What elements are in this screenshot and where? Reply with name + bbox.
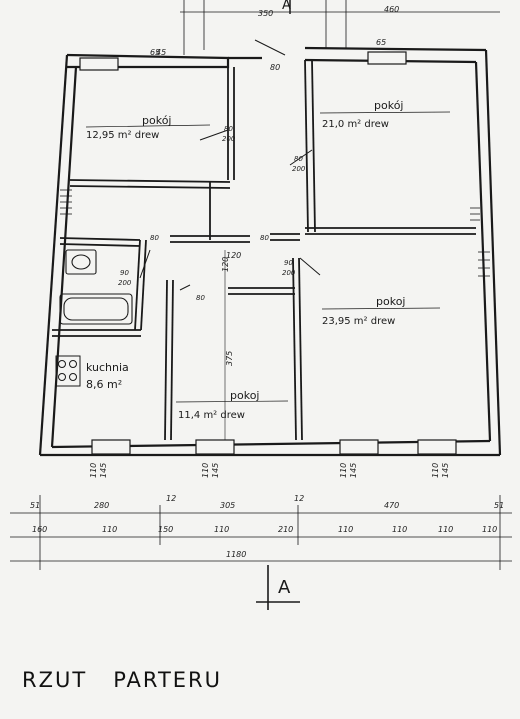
top-dim: 45 [156, 48, 166, 57]
dim-value: 110 [102, 525, 117, 534]
window-dim: 110 [431, 463, 440, 478]
door-width: 90 [284, 259, 293, 267]
room-name: pokoj [376, 295, 405, 308]
dim-value: 51 [30, 501, 40, 510]
dim-value: 110 [482, 525, 497, 534]
top-dim: 65 [150, 48, 160, 57]
window-dim: 145 [349, 463, 358, 478]
dim-value: 280 [94, 501, 109, 510]
room-name: pokój [142, 114, 171, 127]
door-width: 80 [260, 234, 269, 242]
door-height: 200 [292, 165, 306, 173]
room-area: 8,6 m² [86, 378, 122, 391]
door-width: 90 [120, 269, 129, 277]
window-dim: 145 [211, 463, 220, 478]
door-height: 200 [282, 269, 296, 277]
window-dim: 110 [89, 463, 98, 478]
top-dimensions: 350 460 65 65 45 80 120 A [150, 0, 500, 260]
dim-row-2: 160 110 150 110 210 110 110 110 110 [32, 525, 497, 534]
top-dim: 65 [376, 38, 386, 47]
section-marker-bottom: A [256, 565, 300, 610]
kitchen-stove [55, 355, 81, 387]
door-width: 80 [150, 234, 159, 242]
interior-dim: 120 [221, 257, 230, 272]
interior-walls [52, 59, 476, 441]
window-dim: 145 [99, 463, 108, 478]
room-name: kuchnia [86, 361, 129, 374]
bathroom-fixtures [59, 249, 133, 325]
room-name: pokoj [230, 389, 259, 402]
dim-value: 12 [294, 494, 304, 503]
windows [79, 51, 457, 455]
door-width: 80 [196, 294, 205, 302]
dim-row-1: 51 280 12 305 12 470 51 [30, 494, 504, 510]
dim-value: 150 [158, 525, 173, 534]
dim-value: 110 [338, 525, 353, 534]
room-labels: pokój 12,95 m² drew pokój 21,0 m² drew p… [85, 99, 451, 421]
dim-value: 51 [494, 501, 504, 510]
section-label: A [278, 577, 291, 598]
door-labels: 80 200 80 200 90 200 90 200 80 80 80 [118, 125, 306, 302]
room-name: pokój [374, 99, 403, 112]
dim-value: 110 [392, 525, 407, 534]
window-dim: 110 [339, 463, 348, 478]
top-dim: 460 [384, 5, 399, 14]
dim-value: 470 [384, 501, 399, 510]
interior-dim: 375 [225, 351, 234, 366]
window-dim: 110 [201, 463, 210, 478]
door-height: 200 [118, 279, 132, 287]
stair-hatch [60, 189, 490, 277]
exterior-walls [38, 46, 502, 457]
dim-value: 110 [214, 525, 229, 534]
dim-value: 210 [278, 525, 293, 534]
page-title: RZUT PARTERU [22, 668, 223, 692]
dimension-rows [10, 495, 512, 570]
section-marker-top: A [282, 0, 291, 13]
top-dim: 80 [270, 63, 280, 72]
dim-value: 12 [166, 494, 176, 503]
room-area: 23,95 m² drew [322, 316, 395, 327]
top-dim: 120 [226, 251, 241, 260]
dim-value: 305 [220, 501, 235, 510]
interior-dimensions: 120 375 [221, 250, 234, 440]
door-width: 80 [294, 155, 303, 163]
room-area: 21,0 m² drew [322, 119, 389, 130]
dim-total: 1180 [226, 550, 246, 559]
room-area: 12,95 m² drew [86, 130, 159, 141]
dim-value: 110 [438, 525, 453, 534]
door-swings [139, 39, 321, 291]
window-dimensions: 110 145 110 145 110 145 110 145 [89, 463, 450, 478]
door-width: 80 [224, 125, 233, 133]
top-dim: 350 [258, 9, 273, 18]
window-dim: 145 [441, 463, 450, 478]
room-area: 11,4 m² drew [178, 410, 245, 421]
door-height: 200 [222, 135, 236, 143]
dim-value: 160 [32, 525, 47, 534]
